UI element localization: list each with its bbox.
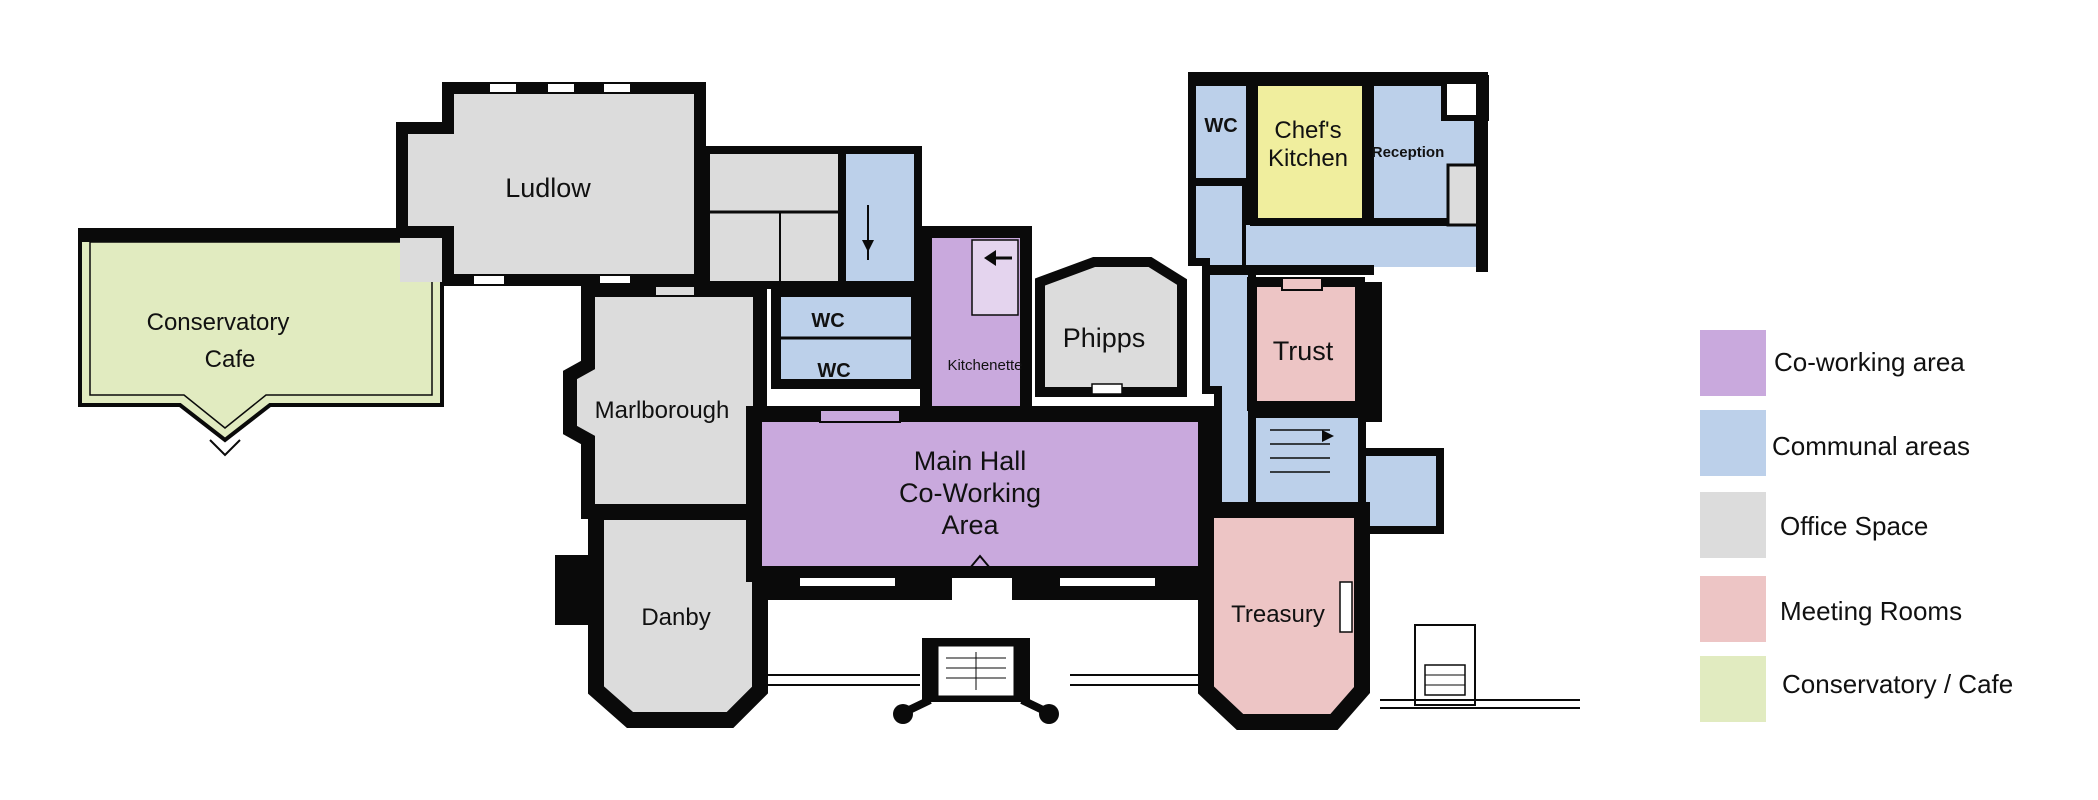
main-hall-facade bbox=[754, 574, 1206, 724]
chefs-kitchen-label-2: Kitchen bbox=[1268, 145, 1348, 172]
room-office-north[interactable] bbox=[702, 146, 846, 289]
chefs-kitchen-label-1: Chef's bbox=[1274, 117, 1341, 144]
room-phipps[interactable]: Phipps bbox=[1035, 257, 1187, 397]
marlborough-label: Marlborough bbox=[595, 397, 730, 424]
cafe-label: Cafe bbox=[205, 346, 256, 373]
conservatory-label: Conservatory bbox=[147, 309, 290, 336]
legend-swatch-communal bbox=[1700, 410, 1766, 476]
ludlow-label: Ludlow bbox=[505, 173, 591, 203]
legend: Co-working area Communal areas Office Sp… bbox=[1700, 330, 2013, 722]
main-hall-label-1: Main Hall bbox=[914, 446, 1027, 476]
room-wc-right[interactable]: WC bbox=[1188, 78, 1254, 186]
wc-right-label: WC bbox=[1204, 115, 1237, 137]
room-danby[interactable]: Danby bbox=[555, 504, 768, 728]
room-marlborough[interactable]: Marlborough bbox=[563, 283, 767, 519]
room-reception[interactable]: Reception bbox=[1366, 75, 1489, 227]
main-hall-label-2: Co-Working bbox=[899, 478, 1041, 508]
legend-label-coworking: Co-working area bbox=[1774, 347, 1965, 377]
treasury-label: Treasury bbox=[1231, 601, 1325, 628]
reception-label: Reception bbox=[1372, 144, 1445, 161]
legend-label-communal: Communal areas bbox=[1772, 431, 1970, 461]
east-steps bbox=[1380, 624, 1580, 709]
room-kitchenette[interactable]: Kitchenette bbox=[920, 226, 1032, 420]
legend-label-office: Office Space bbox=[1780, 511, 1928, 541]
legend-swatch-meeting bbox=[1700, 576, 1766, 642]
communal-stair-east[interactable] bbox=[1248, 410, 1366, 510]
room-main-hall[interactable]: Main Hall Co-Working Area bbox=[746, 406, 1214, 582]
room-trust[interactable]: Trust bbox=[1247, 277, 1382, 422]
wc-upper-label: WC bbox=[811, 310, 844, 332]
east-wing-north-wall bbox=[1188, 72, 1486, 84]
east-wing-east-wall bbox=[1476, 72, 1488, 272]
legend-label-cafe: Conservatory / Cafe bbox=[1782, 669, 2013, 699]
room-conservatory-cafe[interactable]: Conservatory Cafe bbox=[78, 228, 444, 457]
room-treasury[interactable]: Treasury bbox=[1198, 502, 1370, 730]
wc-lower-label: WC bbox=[817, 360, 850, 382]
communal-east-corridor[interactable] bbox=[1188, 78, 1478, 514]
trust-label: Trust bbox=[1273, 336, 1334, 366]
phipps-label: Phipps bbox=[1063, 323, 1146, 353]
legend-label-meeting: Meeting Rooms bbox=[1780, 596, 1962, 626]
room-chefs-kitchen[interactable]: Chef's Kitchen bbox=[1250, 78, 1370, 226]
kitchenette-label: Kitchenette bbox=[947, 357, 1022, 374]
danby-label: Danby bbox=[641, 604, 710, 631]
legend-swatch-office bbox=[1700, 492, 1766, 558]
room-ludlow[interactable]: Ludlow bbox=[396, 82, 706, 286]
room-wc-block[interactable]: WC WC bbox=[771, 287, 921, 389]
link-corridor bbox=[400, 232, 445, 282]
communal-stair-north[interactable] bbox=[838, 146, 922, 289]
legend-swatch-coworking bbox=[1700, 330, 1766, 396]
legend-swatch-cafe bbox=[1700, 656, 1766, 722]
communal-porch[interactable] bbox=[1358, 448, 1444, 534]
main-hall-label-3: Area bbox=[941, 510, 999, 540]
